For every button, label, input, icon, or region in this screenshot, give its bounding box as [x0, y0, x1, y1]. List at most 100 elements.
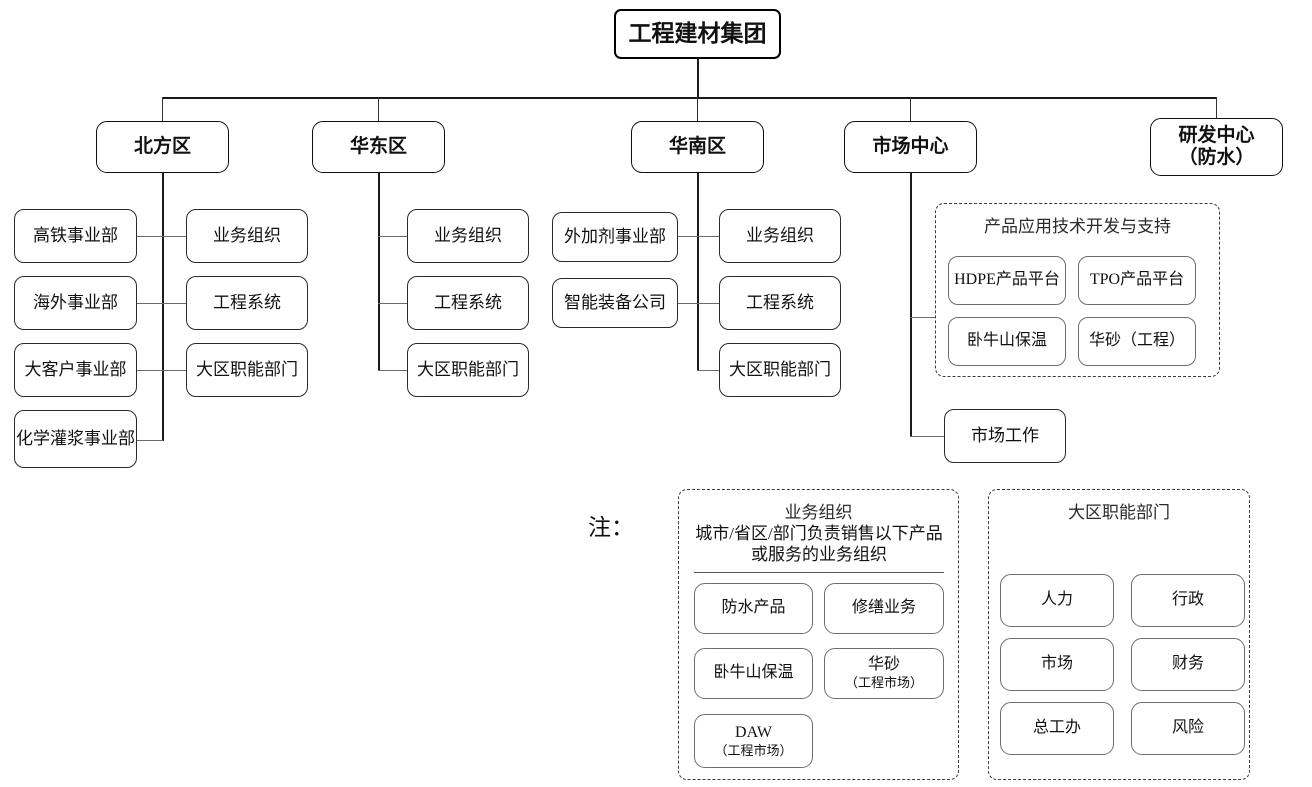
node-platform-0[interactable]: HDPE产品平台: [948, 256, 1066, 305]
legend-chip-chief-engineer-office[interactable]: 总工办: [1000, 702, 1114, 755]
connector-market-extra: [910, 436, 944, 437]
node-platform-2[interactable]: 卧牛山保温: [948, 317, 1066, 366]
node-north-system-1[interactable]: 工程系统: [186, 276, 308, 330]
legend-chip-admin[interactable]: 行政: [1131, 574, 1245, 627]
node-region-south[interactable]: 华南区: [631, 121, 764, 173]
legend-chip-woniushan-label: 卧牛山保温: [713, 664, 794, 682]
connector-market-group: [910, 317, 935, 318]
legend-chip-marketing[interactable]: 市场: [1000, 638, 1114, 691]
connector-north-system-1: [162, 303, 186, 304]
connector-drop-east: [378, 97, 379, 121]
legend-chip-hr-label: 人力: [1040, 591, 1073, 609]
node-east-system-0[interactable]: 业务组织: [407, 209, 529, 263]
legend-chip-admin-label: 行政: [1171, 591, 1204, 609]
note-label: 注：: [588, 515, 634, 540]
legend-chip-finance[interactable]: 财务: [1131, 638, 1245, 691]
legend-chip-risk[interactable]: 风险: [1131, 702, 1245, 755]
node-south-system-0-label: 业务组织: [746, 225, 814, 245]
node-region-market-label: 市场中心: [872, 135, 949, 157]
legend-chip-waterproof[interactable]: 防水产品: [694, 583, 813, 634]
node-region-rd-sublabel: （防水）: [1178, 147, 1255, 168]
node-south-system-2[interactable]: 大区职能部门: [719, 343, 841, 397]
legend-chip-daw-label: DAW: [735, 723, 772, 741]
legend-business-org-title: 业务组织: [784, 503, 853, 522]
node-region-south-label: 华南区: [668, 135, 726, 157]
node-south-system-0[interactable]: 业务组织: [719, 209, 841, 263]
node-east-system-1-label: 工程系统: [434, 292, 502, 312]
node-region-market-center[interactable]: 市场中心: [844, 121, 977, 173]
connector-north-trunk: [162, 173, 164, 441]
connector-east-system-0: [378, 236, 407, 237]
node-south-system-2-label: 大区职能部门: [729, 359, 831, 379]
node-south-unit-1[interactable]: 智能装备公司: [552, 278, 678, 328]
node-region-east-label: 华东区: [349, 135, 407, 157]
node-south-system-1[interactable]: 工程系统: [719, 276, 841, 330]
legend-chip-huasha[interactable]: 华砂 （工程市场）: [824, 648, 944, 699]
legend-business-org-description: 城市/省区/部门负责销售以下产品或服务的业务组织: [695, 524, 943, 564]
connector-drop-market: [910, 97, 911, 121]
node-north-unit-2[interactable]: 大客户事业部: [14, 343, 137, 397]
legend-chip-waterproof-label: 防水产品: [721, 599, 786, 617]
node-region-east[interactable]: 华东区: [312, 121, 445, 173]
node-north-unit-0[interactable]: 高铁事业部: [14, 209, 137, 263]
node-platform-0-label: HDPE产品平台: [954, 271, 1060, 289]
node-platform-1[interactable]: TPO产品平台: [1078, 256, 1196, 305]
node-south-unit-1-label: 智能装备公司: [564, 292, 666, 312]
connector-south-unit-1: [678, 303, 697, 304]
legend-chip-renovation-label: 修缮业务: [851, 599, 916, 617]
node-east-system-2-label: 大区职能部门: [417, 359, 519, 379]
connector-south-trunk: [697, 173, 699, 370]
node-east-system-1[interactable]: 工程系统: [407, 276, 529, 330]
node-north-unit-3-label: 化学灌浆事业部: [16, 428, 135, 448]
node-region-rd-center[interactable]: 研发中心 （防水）: [1150, 118, 1283, 176]
connector-south-system-2: [697, 370, 719, 371]
connector-east-system-2: [378, 370, 407, 371]
node-root[interactable]: 工程建材集团: [614, 9, 781, 59]
legend-chip-finance-label: 财务: [1171, 655, 1204, 673]
node-north-system-0[interactable]: 业务组织: [186, 209, 308, 263]
legend-chip-woniushan[interactable]: 卧牛山保温: [694, 648, 813, 699]
connector-north-unit-1: [137, 303, 163, 304]
connector-south-system-0: [697, 236, 719, 237]
legend-chip-daw[interactable]: DAW （工程市场）: [694, 714, 813, 768]
legend-chip-huasha-sub: （工程市场）: [844, 675, 923, 691]
connector-drop-south: [697, 97, 698, 121]
node-platform-2-label: 卧牛山保温: [966, 332, 1047, 350]
legend-chip-renovation[interactable]: 修缮业务: [824, 583, 944, 634]
node-south-unit-0[interactable]: 外加剂事业部: [552, 212, 678, 262]
group-product-tech-support-title: 产品应用技术开发与支持: [984, 217, 1171, 236]
node-east-system-0-label: 业务组织: [434, 225, 502, 245]
node-root-label: 工程建材集团: [628, 21, 767, 47]
node-north-unit-2-label: 大客户事业部: [24, 359, 127, 379]
node-south-system-1-label: 工程系统: [746, 292, 814, 312]
legend-chip-daw-sub: （工程市场）: [714, 742, 793, 758]
connector-south-unit-0: [678, 236, 697, 237]
node-market-extra[interactable]: 市场工作: [944, 409, 1066, 463]
node-platform-3-label: 华砂（工程）: [1088, 332, 1185, 350]
legend-business-org-divider: [694, 572, 944, 573]
node-north-unit-0-label: 高铁事业部: [33, 225, 118, 245]
node-north-unit-3[interactable]: 化学灌浆事业部: [14, 410, 137, 468]
node-north-unit-1[interactable]: 海外事业部: [14, 276, 137, 330]
legend-regional-functions-title: 大区职能部门: [1068, 503, 1170, 522]
legend-chip-risk-label: 风险: [1171, 719, 1204, 737]
node-north-system-2[interactable]: 大区职能部门: [186, 343, 308, 397]
connector-north-unit-2: [137, 370, 163, 371]
connector-drop-north: [162, 97, 163, 121]
legend-chip-chief-engineer-office-label: 总工办: [1032, 719, 1081, 737]
connector-north-system-0: [162, 236, 186, 237]
node-platform-1-label: TPO产品平台: [1089, 271, 1185, 289]
node-region-north[interactable]: 北方区: [96, 121, 229, 173]
connector-east-trunk: [378, 173, 380, 370]
connector-market-trunk: [910, 173, 912, 436]
legend-chip-hr[interactable]: 人力: [1000, 574, 1114, 627]
connector-north-unit-0: [137, 236, 163, 237]
legend-chip-marketing-label: 市场: [1040, 655, 1073, 673]
node-market-extra-label: 市场工作: [971, 425, 1039, 445]
node-platform-3[interactable]: 华砂（工程）: [1078, 317, 1196, 366]
connector-top-bus: [162, 97, 1217, 99]
node-east-system-2[interactable]: 大区职能部门: [407, 343, 529, 397]
connector-drop-rd: [1216, 97, 1217, 121]
connector-north-unit-3: [137, 440, 163, 441]
